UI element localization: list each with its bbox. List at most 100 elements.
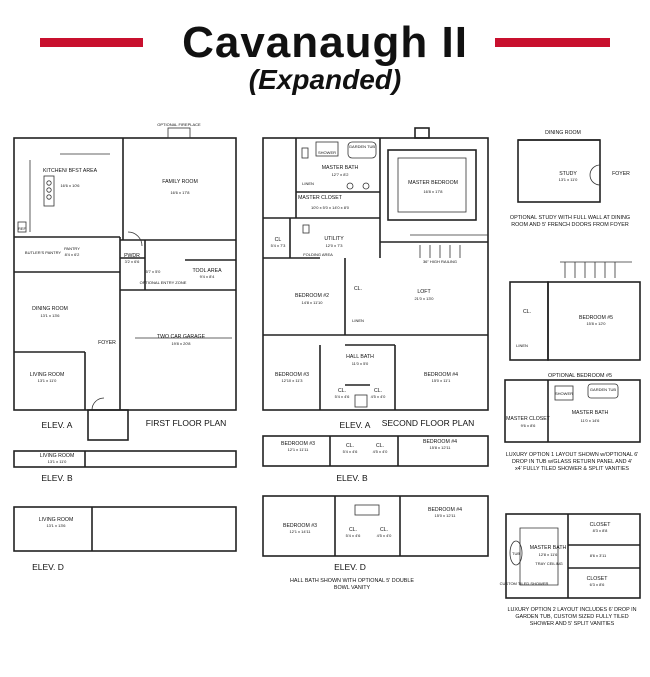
utility-label: UTILITY (324, 236, 344, 242)
second-elev-a: ELEV. A (340, 420, 371, 430)
second-elev-d-bed4-dim: 15'0 x 12'11 (434, 513, 456, 518)
lux2-note: LUXURY OPTION 2 LAYOUT INCLUDES 6' DROP … (507, 607, 636, 627)
lux2-mid-closet-dim: 8'6 x 3'11 (590, 553, 607, 558)
second-elev-d: ELEV. D (334, 562, 366, 572)
second-elev-b-cl2-label: CL. (376, 443, 384, 449)
master-bath-dim: 12'7 x 8'2 (332, 172, 350, 177)
second-elev-b-bed3-label: BEDROOM #3 (281, 441, 315, 447)
master-bedroom-label: MASTER BEDROOM (408, 180, 458, 186)
second-floor-caption: SECOND FLOOR PLAN (382, 418, 475, 428)
option-plans: DINING ROOM STUDY 13'1 x 11'0 FOYER OPTI… (500, 130, 641, 627)
lux2-tub-label: TUB (512, 551, 520, 556)
ref-label: REF (18, 226, 27, 231)
bedroom-2-dim: 14'8 x 11'10 (301, 300, 323, 305)
first-floor-caption: FIRST FLOOR PLAN (146, 418, 227, 428)
study-foyer-label: FOYER (612, 171, 630, 177)
master-closet-dim: 10'0 x 5'0 x 14'0 x 8'0 (311, 205, 350, 210)
lux2-closet2-dim: 6'3 x 8'6 (590, 582, 605, 587)
lux2-closet1-label: CLOSET (590, 522, 612, 528)
hall-bath-dim: 11'0 x 5'0 (352, 361, 369, 366)
lux2-closet1-dim: 8'3 x 8'8 (593, 528, 608, 533)
living-room-label: LIVING ROOM (30, 372, 65, 378)
second-elev-b-cl2-dim: 4'5 x 4'0 (373, 449, 388, 454)
railing-label: 36" HIGH RAILING (423, 259, 457, 264)
fireplace-label: OPTIONAL FIREPLACE (157, 122, 201, 127)
plan-subtitle: (Expanded) (248, 64, 402, 95)
second-elev-d-cl2-label: CL. (380, 527, 388, 533)
pantry-dim: 8'4 x 6'2 (65, 252, 80, 257)
lux2-bath-dim: 12'8 x 11'6 (539, 552, 559, 557)
bedroom-5-closet: CL. (523, 309, 531, 315)
bedroom-4-dim: 15'0 x 11'1 (432, 378, 452, 383)
linen-2-label: LINEN (352, 318, 364, 323)
lux1-closet-label: MASTER CLOSET (506, 416, 551, 422)
second-elev-b-bed4-label: BEDROOM #4 (423, 439, 457, 445)
bedroom-4-label: BEDROOM #4 (424, 372, 458, 378)
family-room-dim: 16'6 x 17'8 (170, 190, 190, 195)
second-elev-b-bed4-dim: 15'8 x 12'11 (429, 445, 451, 450)
optional-entry-label: OPTIONAL ENTRY ZONE (140, 280, 187, 285)
header-bar-right (495, 38, 610, 47)
first-floor-plan: KITCHEN/ BFST AREA 16'6 x 10'6 OPTIONAL … (13, 122, 237, 572)
first-elev-b-living-dim: 13'1 x 11'0 (48, 459, 68, 464)
master-closet-label: MASTER CLOSET (298, 195, 343, 201)
lux2-tray-ceiling: TRAY CEILING (535, 561, 562, 566)
pantry-label: PANTRY (64, 246, 80, 251)
study-dim: 13'1 x 11'0 (559, 177, 579, 182)
header-bar-left (40, 38, 143, 47)
loft-label: LOFT (417, 289, 431, 295)
second-elev-d-bed3-label: BEDROOM #3 (283, 523, 317, 529)
bedroom-2-label: BEDROOM #2 (295, 293, 329, 299)
kitchen-label: KITCHEN/ BFST AREA (43, 168, 98, 174)
loft-dim: 21'0 x 13'0 (414, 296, 434, 301)
family-room-label: FAMILY ROOM (162, 179, 198, 185)
living-room-dim: 13'1 x 11'0 (38, 378, 58, 383)
dining-room-label: DINING ROOM (32, 306, 68, 312)
second-elev-b: ELEV. B (336, 473, 368, 483)
lux1-bath-label: MASTER BATH (572, 410, 609, 416)
second-elev-b-bed3-dim: 12'1 x 11'11 (288, 447, 310, 452)
study-dining-label: DINING ROOM (545, 130, 581, 136)
bedroom-5-linen: LINEN (516, 343, 528, 348)
tool-area-dim: 9'4 x 8'4 (200, 274, 215, 279)
second-floor-outline (262, 137, 489, 411)
second-floor-plan: SHOWER GARDEN TUB MASTER BATH 12'7 x 8'2… (262, 127, 489, 591)
garage-label: TWO CAR GARAGE (157, 334, 206, 340)
lux1-bath-dim: 11'0 x 14'6 (581, 418, 601, 423)
garden-tub-label: GARDEN TUB (349, 144, 375, 149)
lux2-shower-label: CUSTOM TILED SHOWER (500, 581, 549, 586)
luxury-2-outline (505, 513, 641, 599)
pwdr-dim: 3'2 x 6'6 (125, 259, 140, 264)
closet-2-label: CL. (374, 388, 382, 394)
second-elev-d-outline (262, 495, 489, 557)
dining-room-dim: 13'1 x 13'6 (40, 313, 60, 318)
lux1-garden-tub: GARDEN TUB (590, 387, 616, 392)
second-elev-b-outline (262, 435, 489, 467)
bedroom-5-label: BEDROOM #5 (579, 315, 613, 321)
second-elev-d-cl2-dim: 4'5 x 4'0 (377, 533, 392, 538)
first-elev-b: ELEV. B (41, 473, 73, 483)
butlers-pantry-label: BUTLER'S PANTRY (25, 250, 62, 255)
second-elev-d-cl1-dim: 5'4 x 4'6 (346, 533, 361, 538)
folding-area-label: FOLDING AREA (303, 252, 333, 257)
master-bath-label: MASTER BATH (322, 165, 359, 171)
second-elev-d-bed3-dim: 12'1 x 14'11 (289, 529, 311, 534)
second-elev-b-cl1-dim: 5'4 x 4'6 (343, 449, 358, 454)
garage-dim: 19'8 x 20'8 (171, 341, 191, 346)
first-elev-d: ELEV. D (32, 562, 64, 572)
second-elev-d-bed4-label: BEDROOM #4 (428, 507, 462, 513)
first-elev-d-living-dim: 13'1 x 13'6 (46, 523, 66, 528)
linen-label: LINEN (302, 181, 314, 186)
first-elev-b-outline (13, 450, 237, 468)
second-elev-b-cl1-label: CL. (346, 443, 354, 449)
pwdr-label: PWDR (124, 253, 140, 259)
luxury-1-outline (504, 379, 641, 443)
closet-2-dim: 4'5 x 4'0 (371, 394, 386, 399)
first-elev-d-outline (13, 506, 237, 552)
closet-dim: 5'7 x 5'0 (146, 269, 161, 274)
foyer-label: FOYER (98, 340, 116, 346)
loft-closet-label: CL. (354, 286, 362, 292)
